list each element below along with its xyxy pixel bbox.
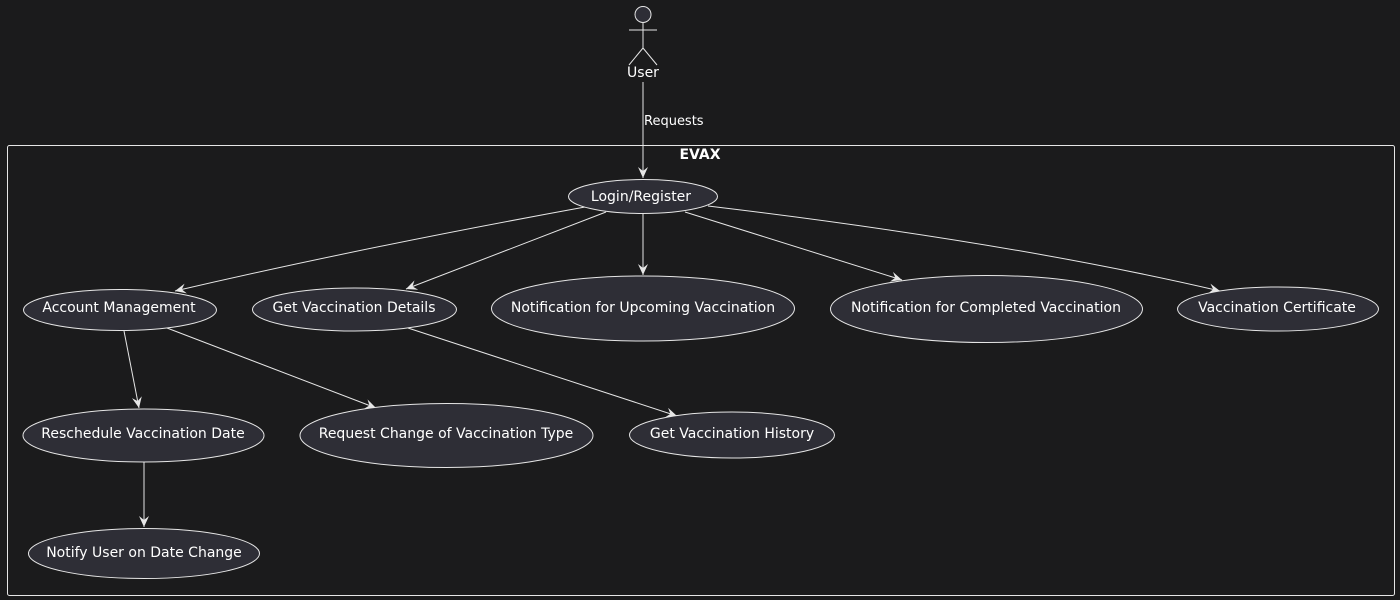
edge-login-certificate bbox=[707, 205, 1221, 294]
actor-label: User bbox=[627, 65, 659, 81]
use-case-label: Vaccination Certificate bbox=[1198, 300, 1356, 316]
actor-head bbox=[634, 6, 652, 23]
user-actor bbox=[628, 6, 658, 66]
edge-login-completed bbox=[684, 211, 903, 282]
edge-login-details bbox=[405, 211, 607, 290]
edge-login-account bbox=[174, 206, 586, 294]
use-case-get-vaccination-details[interactable]: Get Vaccination Details bbox=[252, 287, 457, 332]
use-case-label: Notification for Upcoming Vaccination bbox=[511, 300, 775, 316]
use-case-label: Request Change of Vaccination Type bbox=[319, 426, 574, 442]
use-case-label: Account Management bbox=[42, 300, 196, 316]
use-case-login[interactable]: Login/Register bbox=[568, 179, 718, 214]
edge-details-history bbox=[407, 327, 678, 418]
use-case-label: Notification for Completed Vaccination bbox=[851, 300, 1121, 316]
system-boundary bbox=[7, 145, 1395, 596]
use-case-vaccination-certificate[interactable]: Vaccination Certificate bbox=[1177, 286, 1379, 332]
use-case-notification-completed[interactable]: Notification for Completed Vaccination bbox=[830, 275, 1143, 343]
edge-account-changetype bbox=[166, 327, 377, 409]
use-case-notify-date-change[interactable]: Notify User on Date Change bbox=[28, 528, 260, 579]
use-case-label: Get Vaccination History bbox=[650, 426, 814, 442]
use-case-request-change-type[interactable]: Request Change of Vaccination Type bbox=[299, 403, 594, 468]
system-title: EVAX bbox=[679, 147, 720, 163]
use-case-label: Reschedule Vaccination Date bbox=[41, 426, 244, 442]
use-case-notification-upcoming[interactable]: Notification for Upcoming Vaccination bbox=[491, 275, 795, 342]
edge-label-requests: Requests bbox=[644, 114, 704, 129]
use-case-vaccination-history[interactable]: Get Vaccination History bbox=[629, 411, 835, 459]
use-case-label: Login/Register bbox=[591, 189, 691, 205]
use-case-account-management[interactable]: Account Management bbox=[23, 289, 217, 331]
use-case-label: Notify User on Date Change bbox=[46, 545, 242, 561]
use-case-label: Get Vaccination Details bbox=[272, 300, 435, 316]
edges bbox=[123, 82, 1221, 527]
edge-account-reschedule bbox=[123, 330, 142, 409]
use-case-reschedule-date[interactable]: Reschedule Vaccination Date bbox=[22, 408, 265, 463]
